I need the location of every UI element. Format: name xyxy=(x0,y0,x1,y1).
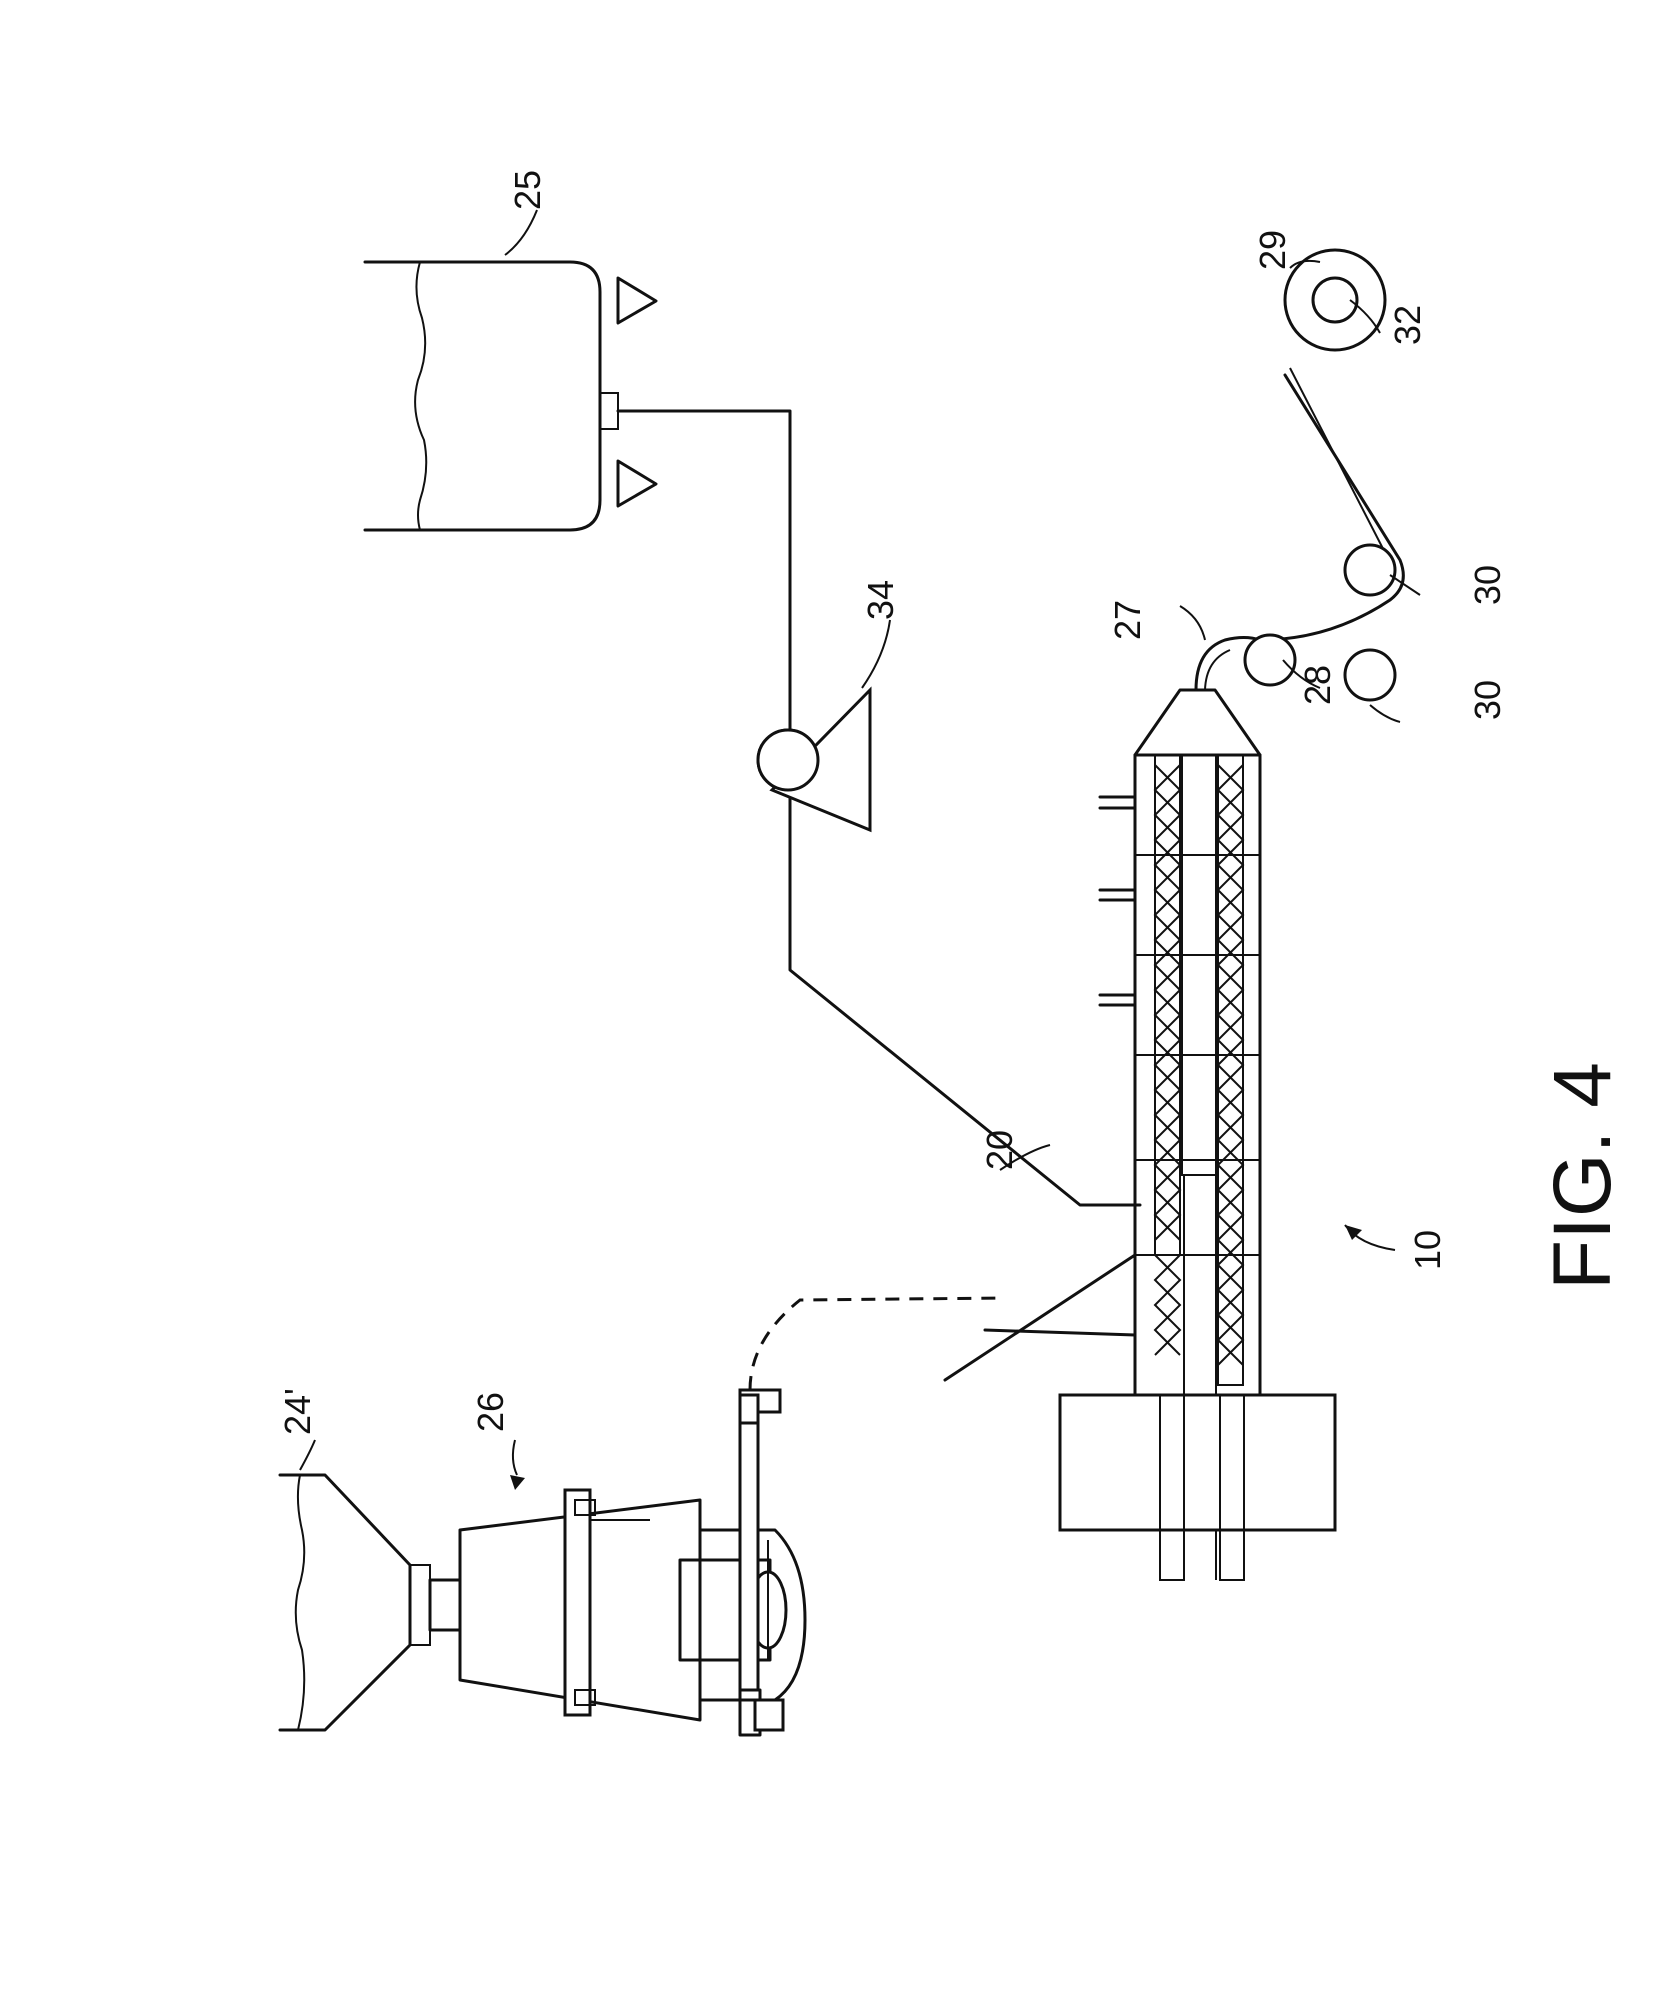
feed-line xyxy=(616,409,1142,1207)
screw-flight-upper xyxy=(1153,754,1182,1256)
label-winder-roll: 29 xyxy=(1252,230,1293,270)
tank-leg-icon xyxy=(616,459,658,508)
film-path xyxy=(1194,367,1405,692)
screw-flight-lower xyxy=(1216,754,1245,1386)
label-nip-roll-upper: 30 xyxy=(1467,565,1508,605)
chill-roll xyxy=(1243,633,1297,687)
die xyxy=(1133,688,1262,757)
label-feed-port: 20 xyxy=(979,1130,1020,1170)
label-chill-roll: 28 xyxy=(1297,665,1338,705)
label-feeder: 26 xyxy=(470,1392,511,1432)
melt-core xyxy=(1181,754,1217,1176)
extruder-barrel xyxy=(1133,753,1262,1397)
leaders xyxy=(299,209,1421,1490)
feeder xyxy=(428,1296,1006,1737)
pump xyxy=(756,686,872,833)
label-film: 27 xyxy=(1107,600,1148,640)
figure-caption: FIG. 4 xyxy=(1537,1062,1628,1290)
label-tank: 25 xyxy=(507,170,548,210)
hopper xyxy=(278,1473,431,1732)
tank-outlet xyxy=(599,392,619,430)
extruder xyxy=(943,688,1337,1581)
pump-base xyxy=(769,686,872,833)
label-winder-core: 32 xyxy=(1387,305,1428,345)
nip-roll-upper xyxy=(1343,543,1397,597)
label-extruder: 10 xyxy=(1407,1230,1448,1270)
label-pump: 34 xyxy=(860,580,901,620)
nip-roll-lower xyxy=(1343,648,1397,702)
label-nip-roll-lower: 30 xyxy=(1467,680,1508,720)
label-hopper: 24' xyxy=(277,1388,318,1435)
tank-leg-icon xyxy=(616,276,658,325)
mounting-plate xyxy=(563,1488,592,1717)
gearbox xyxy=(1058,1393,1337,1532)
feeder-body xyxy=(458,1498,702,1722)
winder-core xyxy=(1311,276,1359,324)
tank xyxy=(363,260,619,532)
feed-tube xyxy=(738,1388,760,1692)
